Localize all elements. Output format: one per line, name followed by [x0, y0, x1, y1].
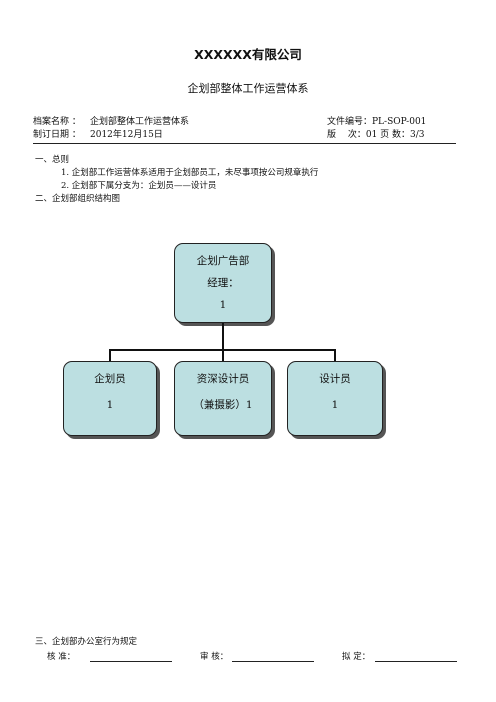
- version-info: 版 次：01 页 数：3/3: [327, 130, 425, 140]
- senior-designer-title: 资深设计员: [196, 373, 250, 385]
- section-office-rules: 三、企划部办公室行为规定: [35, 637, 138, 647]
- section-general: 一、总则: [35, 155, 70, 165]
- header-divider: [33, 143, 456, 144]
- planner-title: 企划员: [94, 373, 126, 385]
- org-connector-vertical: [222, 323, 224, 350]
- review-label: 审 核：: [200, 652, 229, 662]
- review-signature-line: [232, 661, 314, 662]
- org-connector-center: [222, 349, 224, 361]
- date-value: 2012年12月15日: [90, 130, 163, 140]
- manager-dept: 企划广告部: [196, 255, 250, 267]
- general-item-2: 2. 企划部下属分支为：企划员——设计员: [61, 181, 217, 191]
- org-box-senior-designer: 资深设计员 （兼摄影）1: [174, 361, 272, 436]
- manager-title: 经理：: [207, 277, 239, 289]
- draft-label: 拟 定：: [342, 652, 371, 662]
- general-item-1: 1. 企划部工作运营体系适用于企划部员工，未尽事项按公司规章执行: [61, 168, 319, 178]
- planner-count: 1: [106, 399, 114, 411]
- designer-title: 设计员: [319, 373, 351, 385]
- org-connector-right: [334, 349, 336, 361]
- date-label: 制订日期 ：: [33, 130, 81, 140]
- approve-label: 核 准：: [47, 652, 76, 662]
- archive-value: 企划部整体工作运营体系: [90, 117, 190, 127]
- org-connector-left: [109, 349, 111, 361]
- org-box-designer: 设计员 1: [287, 361, 383, 436]
- section-org-chart: 二、企划部组织结构图: [35, 194, 121, 204]
- senior-designer-count: （兼摄影）1: [193, 399, 253, 411]
- draft-signature-line: [375, 661, 457, 662]
- file-number: 文件编号：PL-SOP-001: [327, 117, 427, 127]
- document-title: 企划部整体工作运营体系: [187, 82, 309, 95]
- company-name: XXXXXX有限公司: [194, 47, 302, 62]
- org-box-manager: 企划广告部 经理： 1: [174, 243, 272, 323]
- designer-count: 1: [331, 399, 339, 411]
- org-box-planner: 企划员 1: [63, 361, 157, 436]
- archive-label: 档案名称 ：: [33, 117, 81, 127]
- manager-count: 1: [219, 299, 227, 311]
- approve-signature-line: [90, 661, 172, 662]
